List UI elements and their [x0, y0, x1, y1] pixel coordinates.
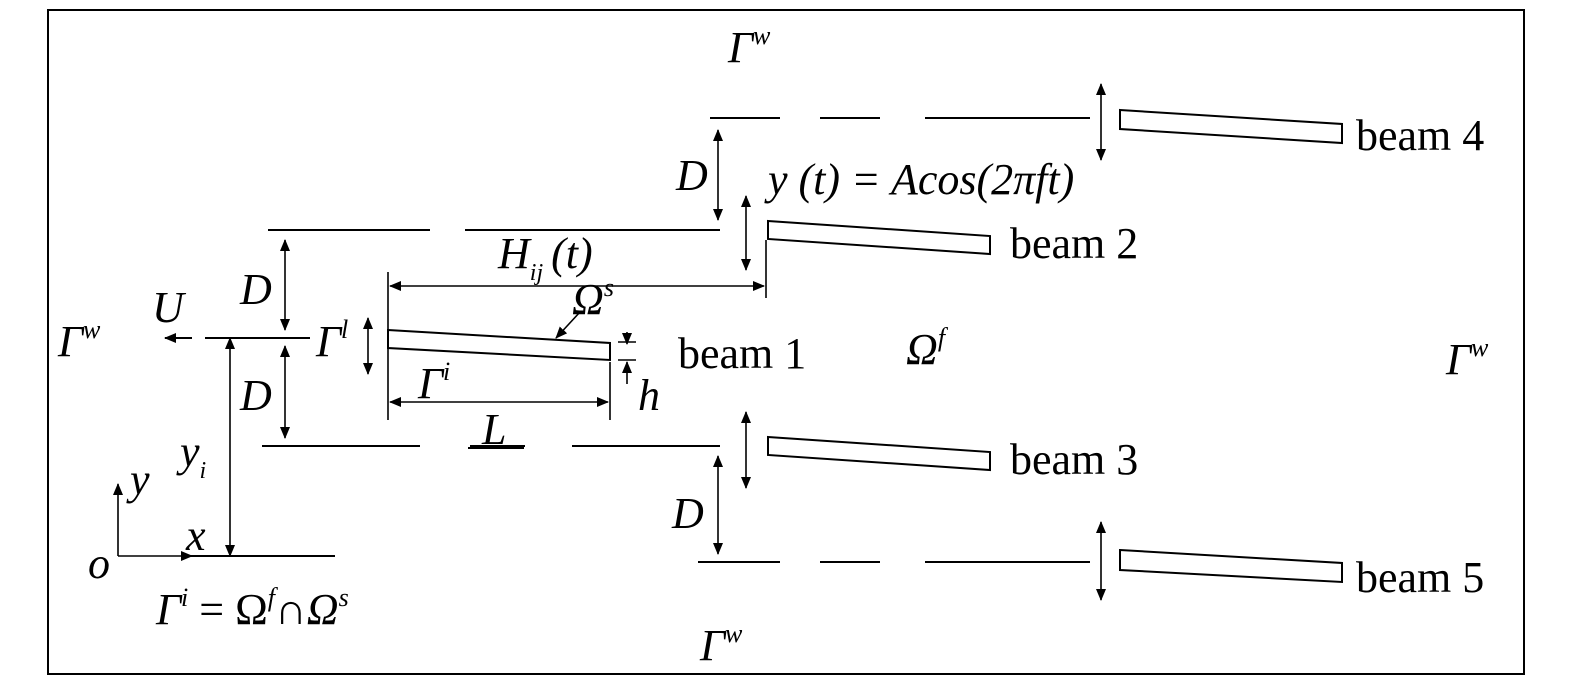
beam-4-shape — [1119, 108, 1343, 145]
beam-5-shape — [1119, 548, 1343, 584]
thickness-h-label: h — [638, 371, 660, 420]
beam-2-label: beam 2 — [1010, 219, 1138, 268]
beam-1-shape — [387, 328, 611, 362]
d-label-left-lower: D — [239, 371, 272, 420]
beam-2-shape — [767, 219, 991, 256]
domain-boundary — [47, 9, 1525, 675]
d-label-left-upper: D — [239, 265, 272, 314]
gamma-w-right-label: Γw — [1445, 333, 1489, 384]
origin-label: o — [88, 539, 110, 588]
omega-f-label: Ωf — [906, 323, 949, 374]
beam-4-label: beam 4 — [1356, 111, 1484, 160]
motion-equation: y (t) = Acos(2πft) — [764, 155, 1074, 204]
beam-5-label: beam 5 — [1356, 553, 1484, 602]
d-label-top: D — [675, 151, 708, 200]
velocity-u-label: U — [152, 283, 187, 332]
omega-s-label: Ωs — [572, 273, 614, 324]
gamma-w-left-label: Γw — [57, 315, 101, 366]
beam-3-label: beam 3 — [1010, 435, 1138, 484]
gamma-w-top-label: Γw — [727, 21, 771, 72]
gap-h-label: Hij(t) — [497, 229, 593, 286]
gamma-i-label: Γi — [417, 357, 450, 408]
gamma-w-bottom-label: Γw — [699, 619, 743, 670]
omega-s-pointer — [555, 311, 581, 339]
beam-3-shape — [767, 435, 991, 472]
axis-x-label: x — [185, 511, 206, 560]
length-l-label: L — [481, 405, 506, 454]
d-label-bottom: D — [671, 489, 704, 538]
axis-y-label: y — [126, 455, 150, 504]
beam-1-label: beam 1 — [678, 329, 806, 378]
gamma-l-label: Γl — [315, 315, 348, 366]
y-i-label: yi — [176, 427, 206, 484]
interface-equation: Γi = Ωf∩Ωs — [155, 583, 349, 634]
